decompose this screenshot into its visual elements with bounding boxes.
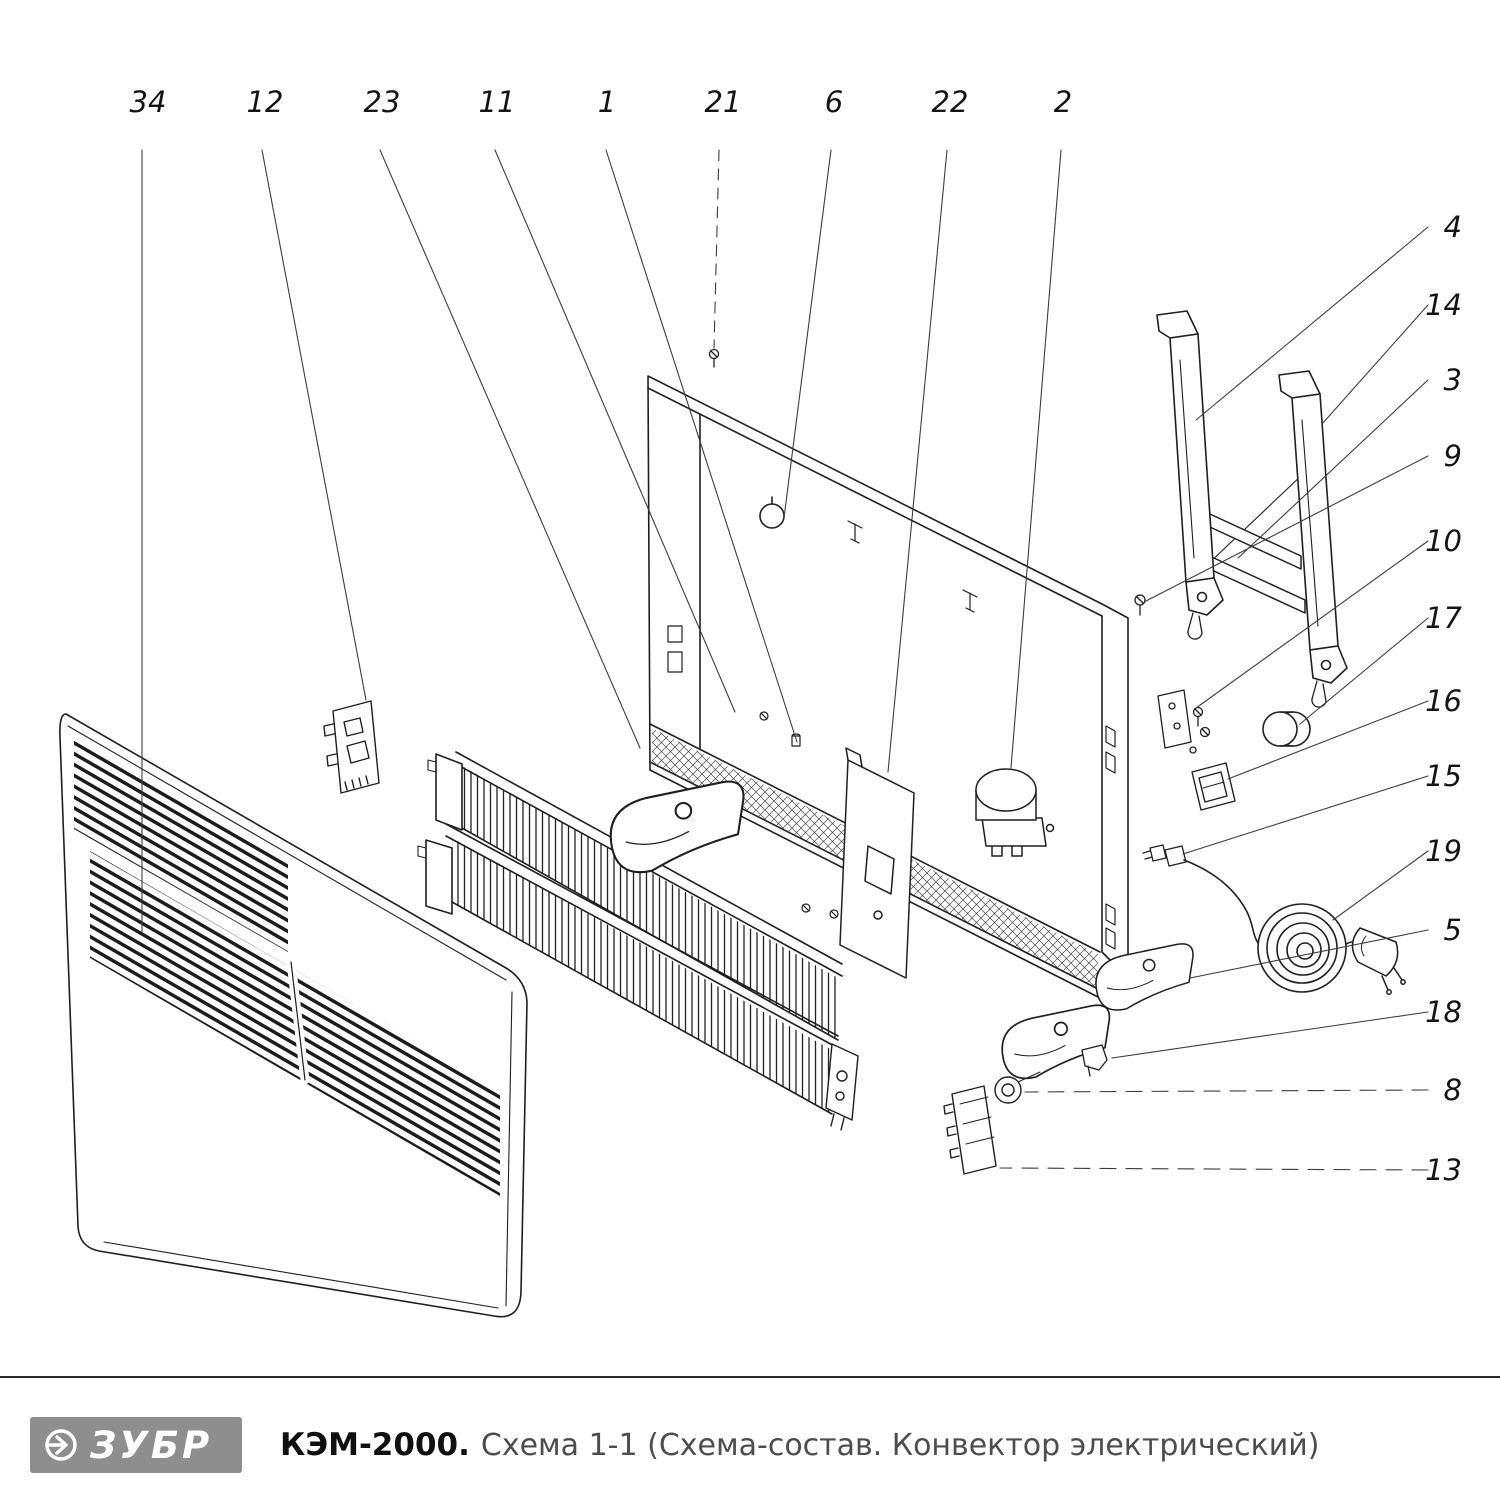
callout-13: 13 (1425, 1153, 1462, 1187)
stud (791, 733, 801, 747)
wall-bracket-left (1156, 310, 1224, 640)
element-terminal-bracket (825, 1043, 859, 1131)
leader-line-16 (1227, 700, 1429, 780)
clip-detail (847, 520, 863, 544)
leader-line-15 (1182, 775, 1429, 855)
heating-element (417, 751, 859, 1131)
screw-9 (1134, 594, 1146, 616)
callout-16: 16 (1425, 684, 1462, 718)
leader-line-5 (1189, 929, 1429, 979)
foot-clip (1081, 1044, 1108, 1077)
leader-line-1 (605, 149, 798, 743)
callout-6: 6 (825, 85, 843, 119)
drawing-title: КЭМ-2000. Схема 1-1 (Схема-состав. Конве… (280, 1427, 1319, 1463)
side-vents (1105, 725, 1116, 950)
pivot-bushing (994, 1071, 1041, 1104)
callout-9: 9 (1444, 439, 1462, 473)
leader-line-2 (1010, 149, 1062, 769)
callout-34: 34 (130, 85, 167, 119)
drawing-subtitle: Схема 1-1 (Схема-состав. Конвектор элект… (480, 1428, 1320, 1463)
callout-3: 3 (1444, 363, 1462, 397)
element-end-cap (425, 839, 453, 915)
leader-line-6 (783, 149, 832, 519)
leader-line-22 (887, 149, 948, 773)
cord-terminal (1142, 844, 1187, 867)
leader-line-12 (261, 149, 367, 701)
callout-17: 17 (1425, 601, 1462, 635)
zubr-logo-text: ЗУБР (90, 1423, 213, 1467)
footer-divider (0, 1376, 1500, 1378)
callout-19: 19 (1425, 834, 1462, 868)
thermostat (975, 768, 1055, 857)
leader-line-13 (999, 1167, 1429, 1171)
title-block: ЗУБР КЭМ-2000. Схема 1-1 (Схема-состав. … (30, 1416, 1319, 1474)
callout-23: 23 (364, 85, 401, 119)
drawing-model: КЭМ-2000. (280, 1427, 470, 1463)
callout-14: 14 (1425, 288, 1462, 322)
leader-line-9 (1145, 455, 1429, 602)
leader-line-19 (1332, 850, 1429, 921)
leader-line-11 (494, 149, 736, 713)
callout-15: 15 (1425, 759, 1462, 793)
screw-21 (708, 348, 720, 368)
callout-21: 21 (705, 85, 742, 119)
callout-1: 1 (598, 85, 616, 119)
clip-detail (962, 589, 978, 613)
foot-heater (609, 780, 745, 874)
leader-line-10 (1195, 540, 1429, 709)
leader-line-8 (1024, 1089, 1429, 1093)
leader-line-21 (713, 149, 720, 349)
control-module (323, 700, 380, 794)
screw (801, 903, 839, 919)
leader-line-17 (1299, 617, 1429, 725)
leader-line-18 (1111, 1011, 1429, 1059)
power-switch (1191, 762, 1236, 811)
front-panel-grille-top (74, 737, 288, 952)
power-cord (1183, 859, 1361, 993)
leader-line-4 (1195, 226, 1429, 421)
zubr-logo-icon (45, 1429, 77, 1461)
leader-line-3 (1237, 379, 1429, 559)
leader-line-14 (1321, 304, 1429, 425)
callout-8: 8 (1444, 1073, 1462, 1107)
mount-plate (1157, 689, 1211, 754)
control-knob (1262, 711, 1311, 747)
power-plug (1351, 927, 1406, 995)
callout-18: 18 (1425, 995, 1462, 1029)
element-end-cap (435, 753, 463, 831)
front-panel (59, 713, 528, 1318)
callout-12: 12 (247, 85, 284, 119)
divider-plate (839, 747, 915, 979)
leader-line-23 (379, 149, 641, 749)
callout-11: 11 (479, 85, 516, 119)
screw (759, 711, 769, 721)
callout-5: 5 (1444, 913, 1462, 947)
callout-10: 10 (1425, 524, 1462, 558)
callout-4: 4 (1444, 210, 1462, 244)
callout-22: 22 (932, 85, 969, 119)
bracket-crossbars (1198, 473, 1306, 614)
side-cutouts (667, 625, 683, 673)
zubr-logo: ЗУБР (30, 1417, 242, 1473)
mounting-channel (943, 1085, 997, 1175)
callout-2: 2 (1054, 85, 1072, 119)
wall-bracket-right (1278, 370, 1348, 708)
